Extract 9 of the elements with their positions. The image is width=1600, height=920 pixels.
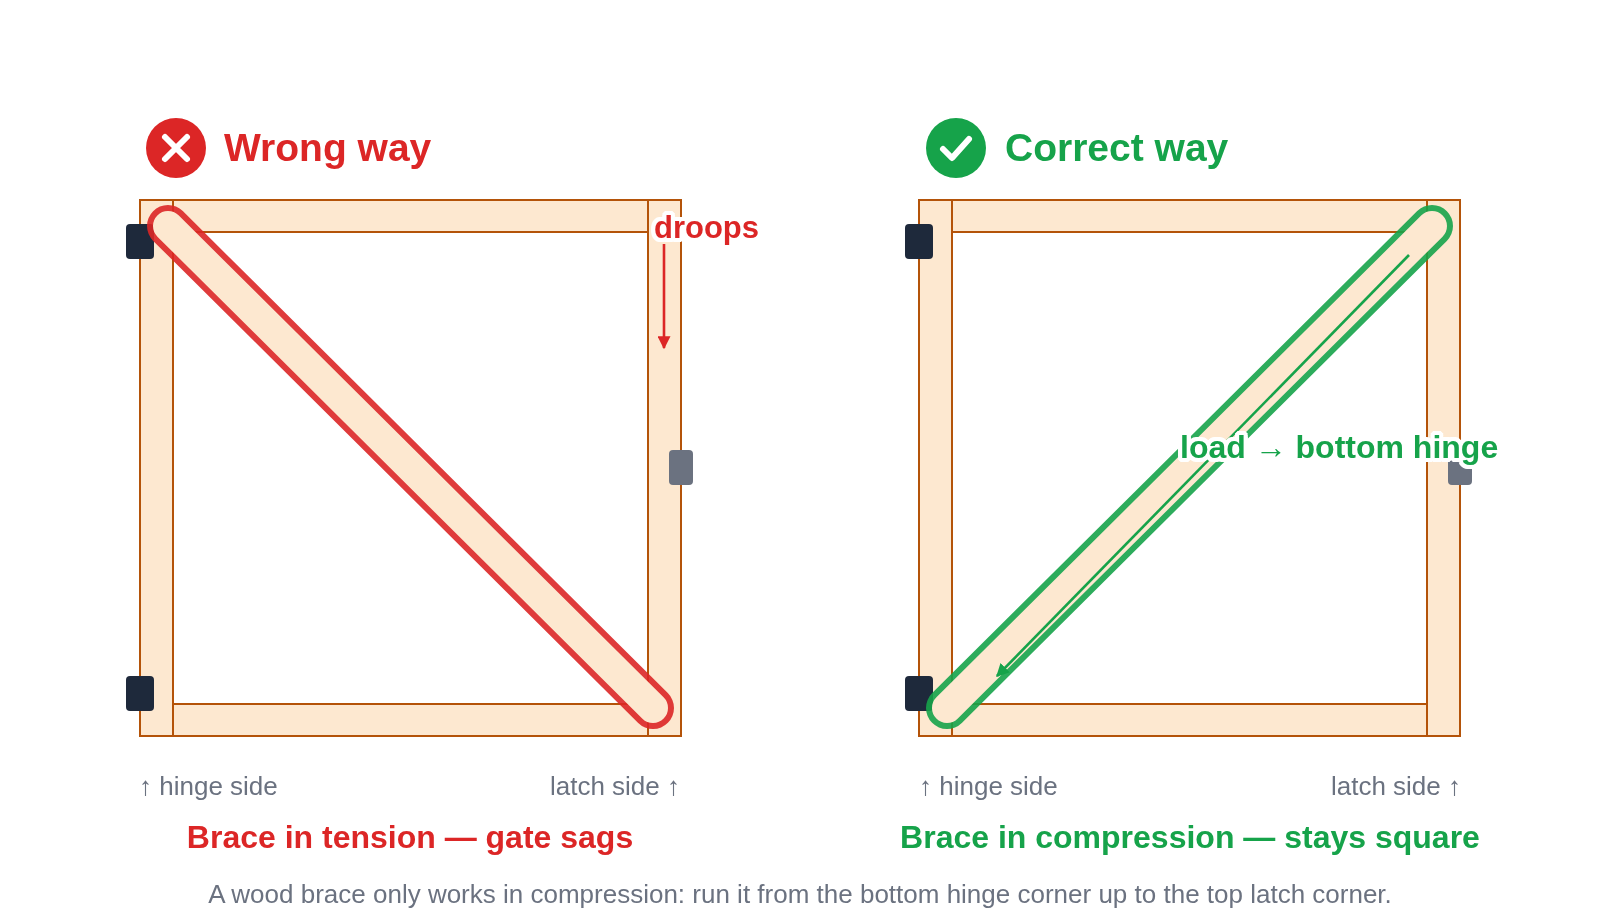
side-label: latch side ↑ <box>1330 772 1461 802</box>
panel-heading: Wrong way <box>224 126 432 170</box>
caption: A wood brace only works in compression: run it from the bottom hinge corner up to the top latch corner. <box>208 880 1392 910</box>
side-label: ↑ hinge side <box>919 772 1058 802</box>
panel-caption: Brace in compression — stays square <box>900 820 1480 856</box>
panel-heading: Correct way <box>1005 126 1229 170</box>
panel-caption: Brace in tension — gate sags <box>186 820 634 856</box>
side-label: latch side ↑ <box>549 772 680 802</box>
side-label: ↑ hinge side <box>139 772 278 802</box>
